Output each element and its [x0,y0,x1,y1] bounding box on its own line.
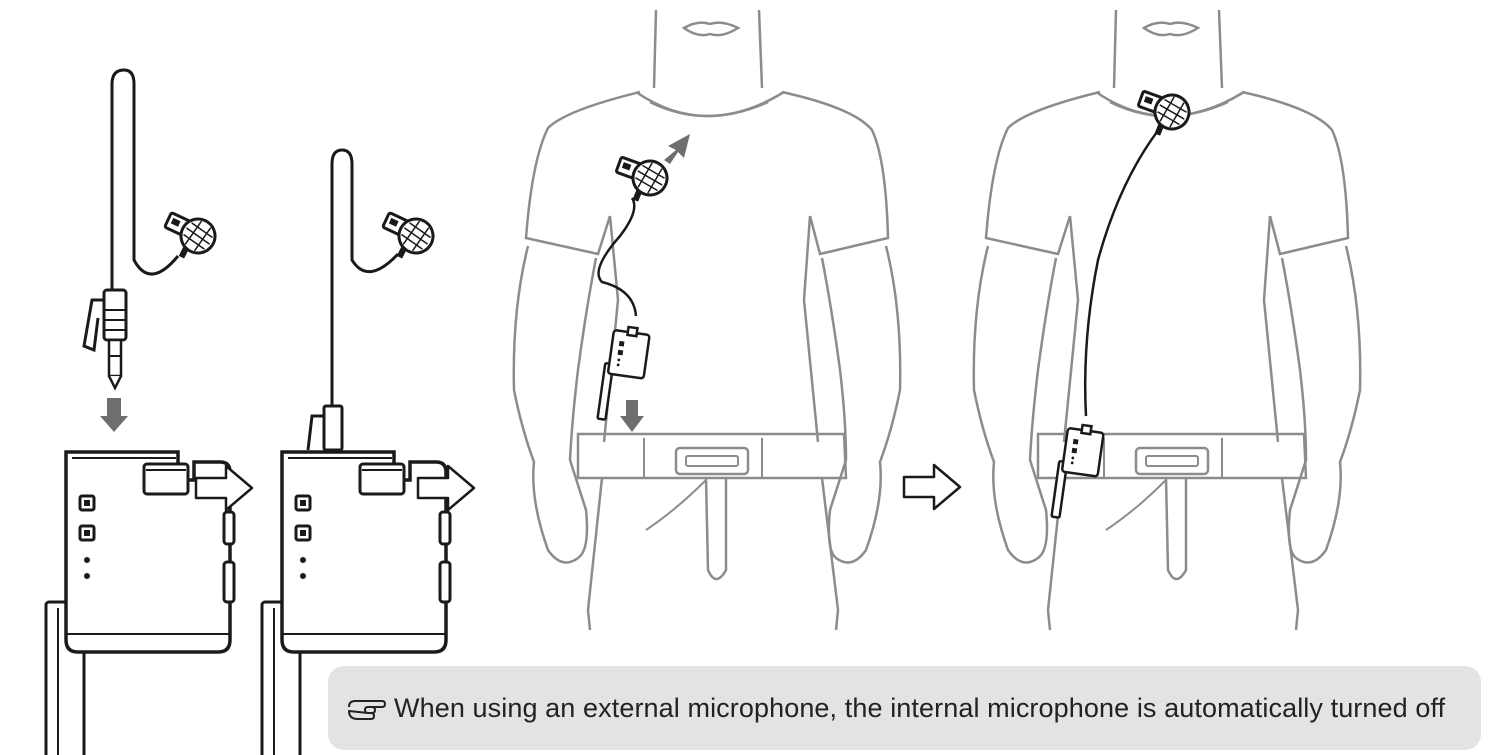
up-arrow-icon [664,134,690,164]
note-banner: When using an external microphone, the i… [328,666,1481,750]
pointing-hand-icon [348,700,386,720]
person-wearing [972,8,1362,632]
down-arrow-icon [100,398,128,432]
step-1-lavalier-mic [82,68,218,391]
person-attaching [512,8,902,632]
down-arrow-icon-2 [620,400,644,432]
note-text: When using an external microphone, the i… [394,692,1446,723]
step-2-mic-plugged [260,148,452,755]
right-arrow-icon-3 [902,463,962,511]
